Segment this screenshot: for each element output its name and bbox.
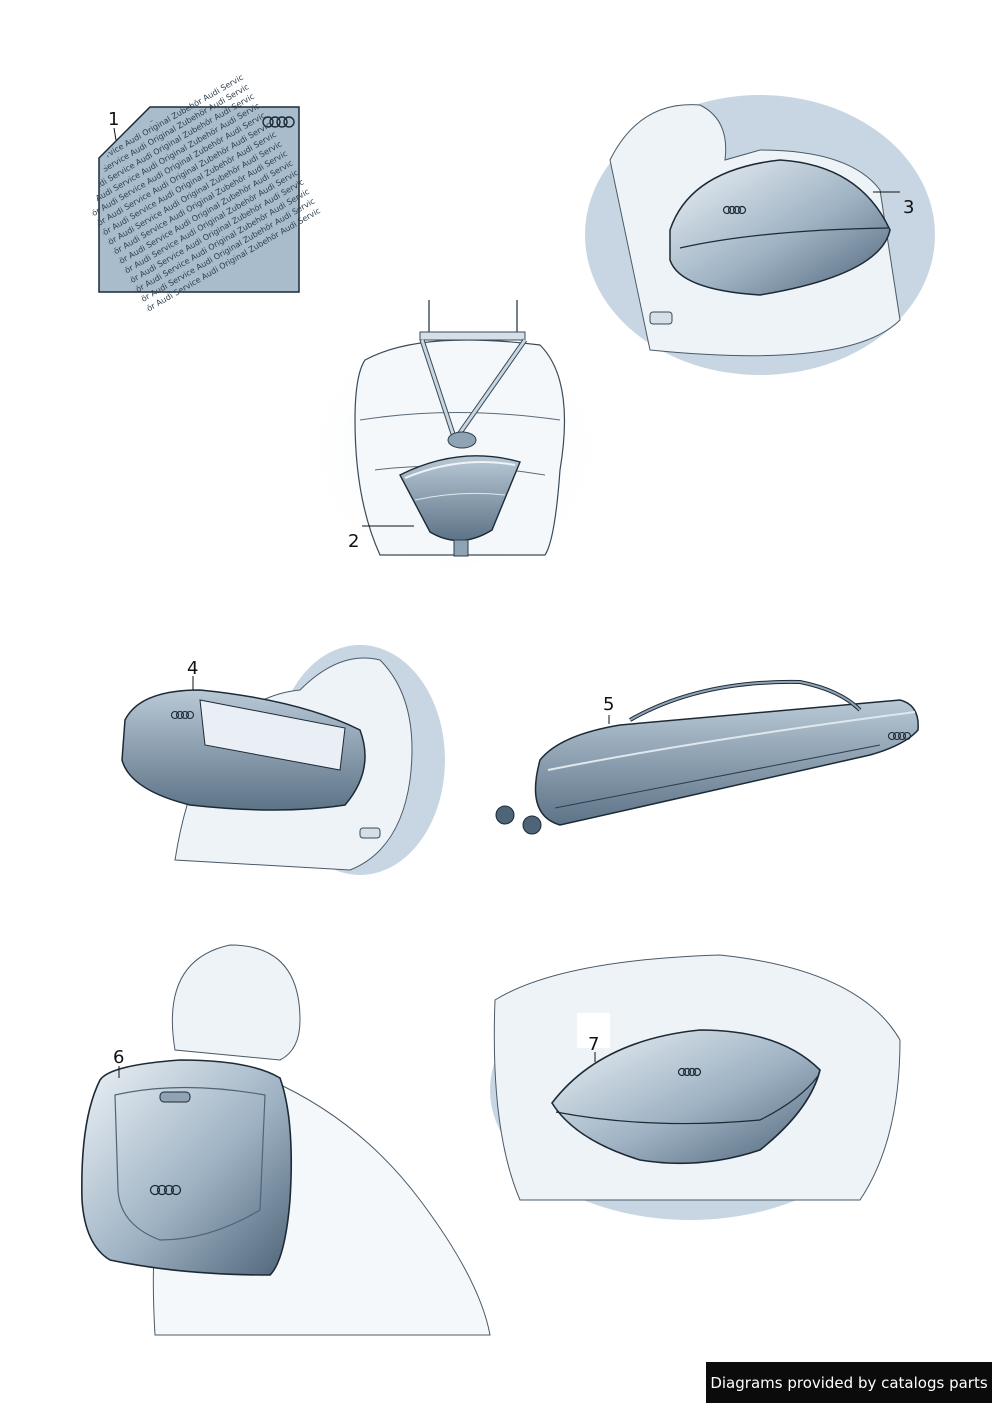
item-2-net-bag bbox=[315, 300, 595, 570]
callout-1: 1 bbox=[108, 109, 120, 130]
callout-3: 3 bbox=[903, 197, 915, 218]
callout-4: 4 bbox=[187, 658, 199, 679]
item-5-ski-bag bbox=[495, 679, 919, 835]
credit-banner: Diagrams provided by catalogs parts bbox=[706, 1362, 992, 1403]
item-1-mat: Audi Original Zubehör Audi Service Audi … bbox=[66, 70, 332, 330]
callout-7: 7 bbox=[588, 1034, 600, 1055]
callout-6: 6 bbox=[113, 1047, 125, 1068]
item-3-seat-bag bbox=[585, 95, 935, 375]
item-4-seat-bag bbox=[121, 645, 445, 875]
item-6-headrest-bag bbox=[81, 944, 491, 1336]
callout-5: 5 bbox=[603, 694, 615, 715]
item-7-trunk-bag bbox=[490, 954, 901, 1220]
four-rings-logo-icon bbox=[262, 116, 295, 128]
callout-2: 2 bbox=[348, 531, 360, 552]
